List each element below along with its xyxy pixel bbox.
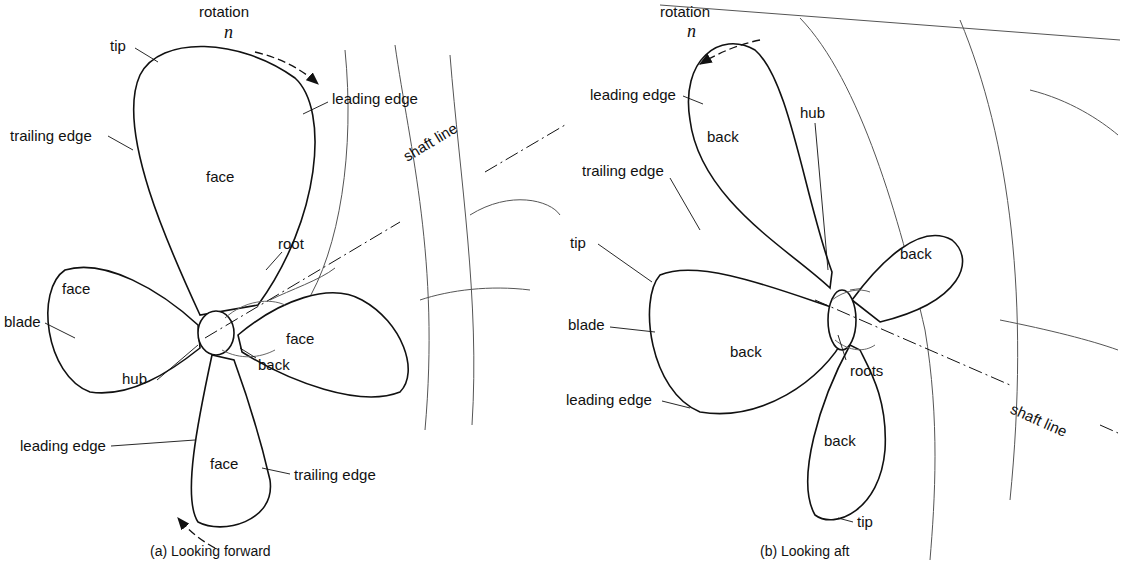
part-label: blade bbox=[4, 313, 41, 330]
part-label: tip bbox=[570, 234, 586, 251]
surface-label: face bbox=[286, 330, 314, 347]
caption: (a) Looking forward bbox=[150, 543, 271, 559]
italic-symbol: n bbox=[224, 22, 233, 43]
label: rotation bbox=[660, 3, 710, 20]
surface-label: face bbox=[206, 168, 234, 185]
part-label: trailing edge bbox=[294, 466, 376, 483]
part-label: hub bbox=[800, 104, 825, 121]
surface-label: back bbox=[824, 432, 856, 449]
surface-label: face bbox=[210, 455, 238, 472]
part-label: tip bbox=[857, 513, 873, 530]
part-label: leading edge bbox=[20, 437, 106, 454]
part-label: leading edge bbox=[590, 86, 676, 103]
part-label: roots bbox=[850, 362, 883, 379]
part-label: tip bbox=[110, 37, 126, 54]
part-label: blade bbox=[568, 316, 605, 333]
label: rotation bbox=[199, 3, 249, 20]
part-label: trailing edge bbox=[582, 162, 664, 179]
part-label: hub bbox=[122, 370, 147, 387]
surface-label: back bbox=[707, 128, 739, 145]
part-label: root bbox=[278, 235, 304, 252]
surface-label: face bbox=[62, 280, 90, 297]
part-label: trailing edge bbox=[10, 127, 92, 144]
part-label: leading edge bbox=[332, 90, 418, 107]
shaft-label: shaft line bbox=[400, 119, 460, 165]
surface-label: back bbox=[900, 245, 932, 262]
italic-symbol: n bbox=[687, 21, 696, 42]
caption: (b) Looking aft bbox=[760, 543, 850, 559]
shaft-label: shaft line bbox=[1008, 400, 1070, 440]
part-label: back bbox=[258, 356, 290, 373]
part-label: leading edge bbox=[566, 391, 652, 408]
surface-label: back bbox=[730, 343, 762, 360]
